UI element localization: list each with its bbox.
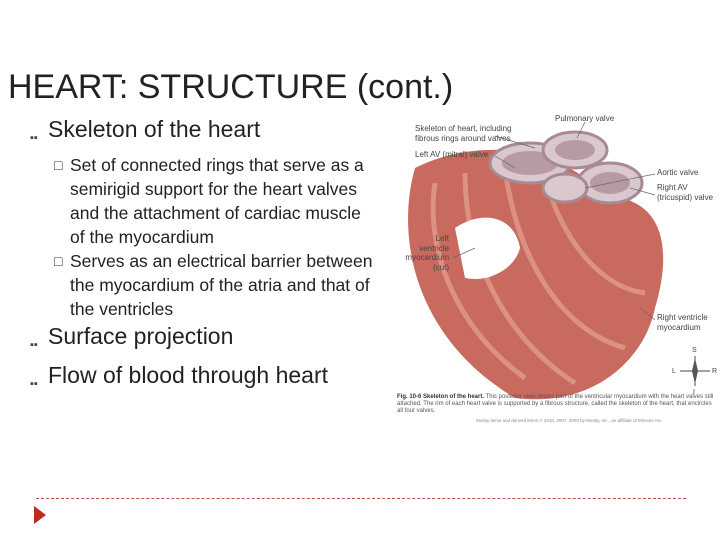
bullet-item: ▪▪ Skeleton of the heart: [30, 114, 380, 153]
heart-illustration: [408, 121, 710, 400]
bullet-text: Skeleton of the heart: [48, 116, 261, 142]
sub-bullet-item: □ Serves as an electrical barrier betwee…: [54, 249, 380, 321]
leader-lines: [452, 121, 656, 321]
label-left-av-valve: Left AV (mitral) valve: [415, 150, 489, 159]
square-bullet-icon: ▪▪: [30, 378, 38, 390]
compass-rose-icon: [680, 356, 710, 386]
slide-title: HEART: STRUCTURE (cont.): [8, 68, 454, 106]
compass-r: R: [712, 368, 718, 375]
caption-title: Fig. 10-6 Skeleton of the heart.: [397, 394, 485, 400]
bullet-list: ▪▪ Skeleton of the heart □ Set of connec…: [30, 114, 380, 399]
label-left-ventricle: Left ventricle myocardium (cut): [405, 234, 449, 272]
label-right-av-valve: Right AV (tricuspid) valve: [657, 183, 714, 202]
square-bullet-icon: ▪▪: [30, 339, 38, 351]
bullet-item: ▪▪ Flow of blood through heart: [30, 360, 380, 399]
compass-s: S: [692, 347, 697, 354]
bullet-text: Flow of blood through heart: [48, 362, 329, 388]
figure-credit: Mosby items and derived items © 2010, 20…: [476, 418, 663, 423]
caption-text: This posterior view shows part of the ve…: [397, 394, 714, 414]
muscle-fiber-lines: [430, 167, 646, 386]
label-skeleton: Skeleton of heart, including fibrous rin…: [415, 124, 512, 143]
footer-divider: [36, 498, 686, 499]
pulmonary-valve-leaflet: [555, 140, 595, 160]
checkbox-icon: □: [54, 157, 63, 173]
aortic-valve-ring: [541, 172, 589, 204]
square-bullet-icon: ▪▪: [30, 132, 38, 144]
bullet-item: ▪▪ Surface projection: [30, 321, 380, 360]
sub-bullet-text: Set of connected rings that serve as a s…: [70, 155, 364, 247]
sub-bullet-text: Serves as an electrical barrier between …: [70, 251, 373, 319]
bullet-text: Surface projection: [48, 323, 234, 349]
left-ventricle-cut-opening: [455, 217, 520, 279]
label-pulmonary-valve: Pulmonary valve: [555, 114, 615, 123]
play-arrow-icon[interactable]: [34, 506, 46, 524]
label-right-ventricle: Right ventricle myocardium: [657, 313, 708, 332]
checkbox-icon: □: [54, 253, 63, 269]
compass-i: I: [693, 389, 695, 396]
figure-caption: Fig. 10-6 Skeleton of the heart. This po…: [397, 394, 717, 415]
compass-l: L: [672, 368, 676, 375]
label-aortic-valve: Aortic valve: [657, 168, 699, 177]
heart-skeleton-figure: Skeleton of heart, including fibrous rin…: [395, 108, 720, 426]
sub-bullet-item: □ Set of connected rings that serve as a…: [54, 153, 380, 249]
